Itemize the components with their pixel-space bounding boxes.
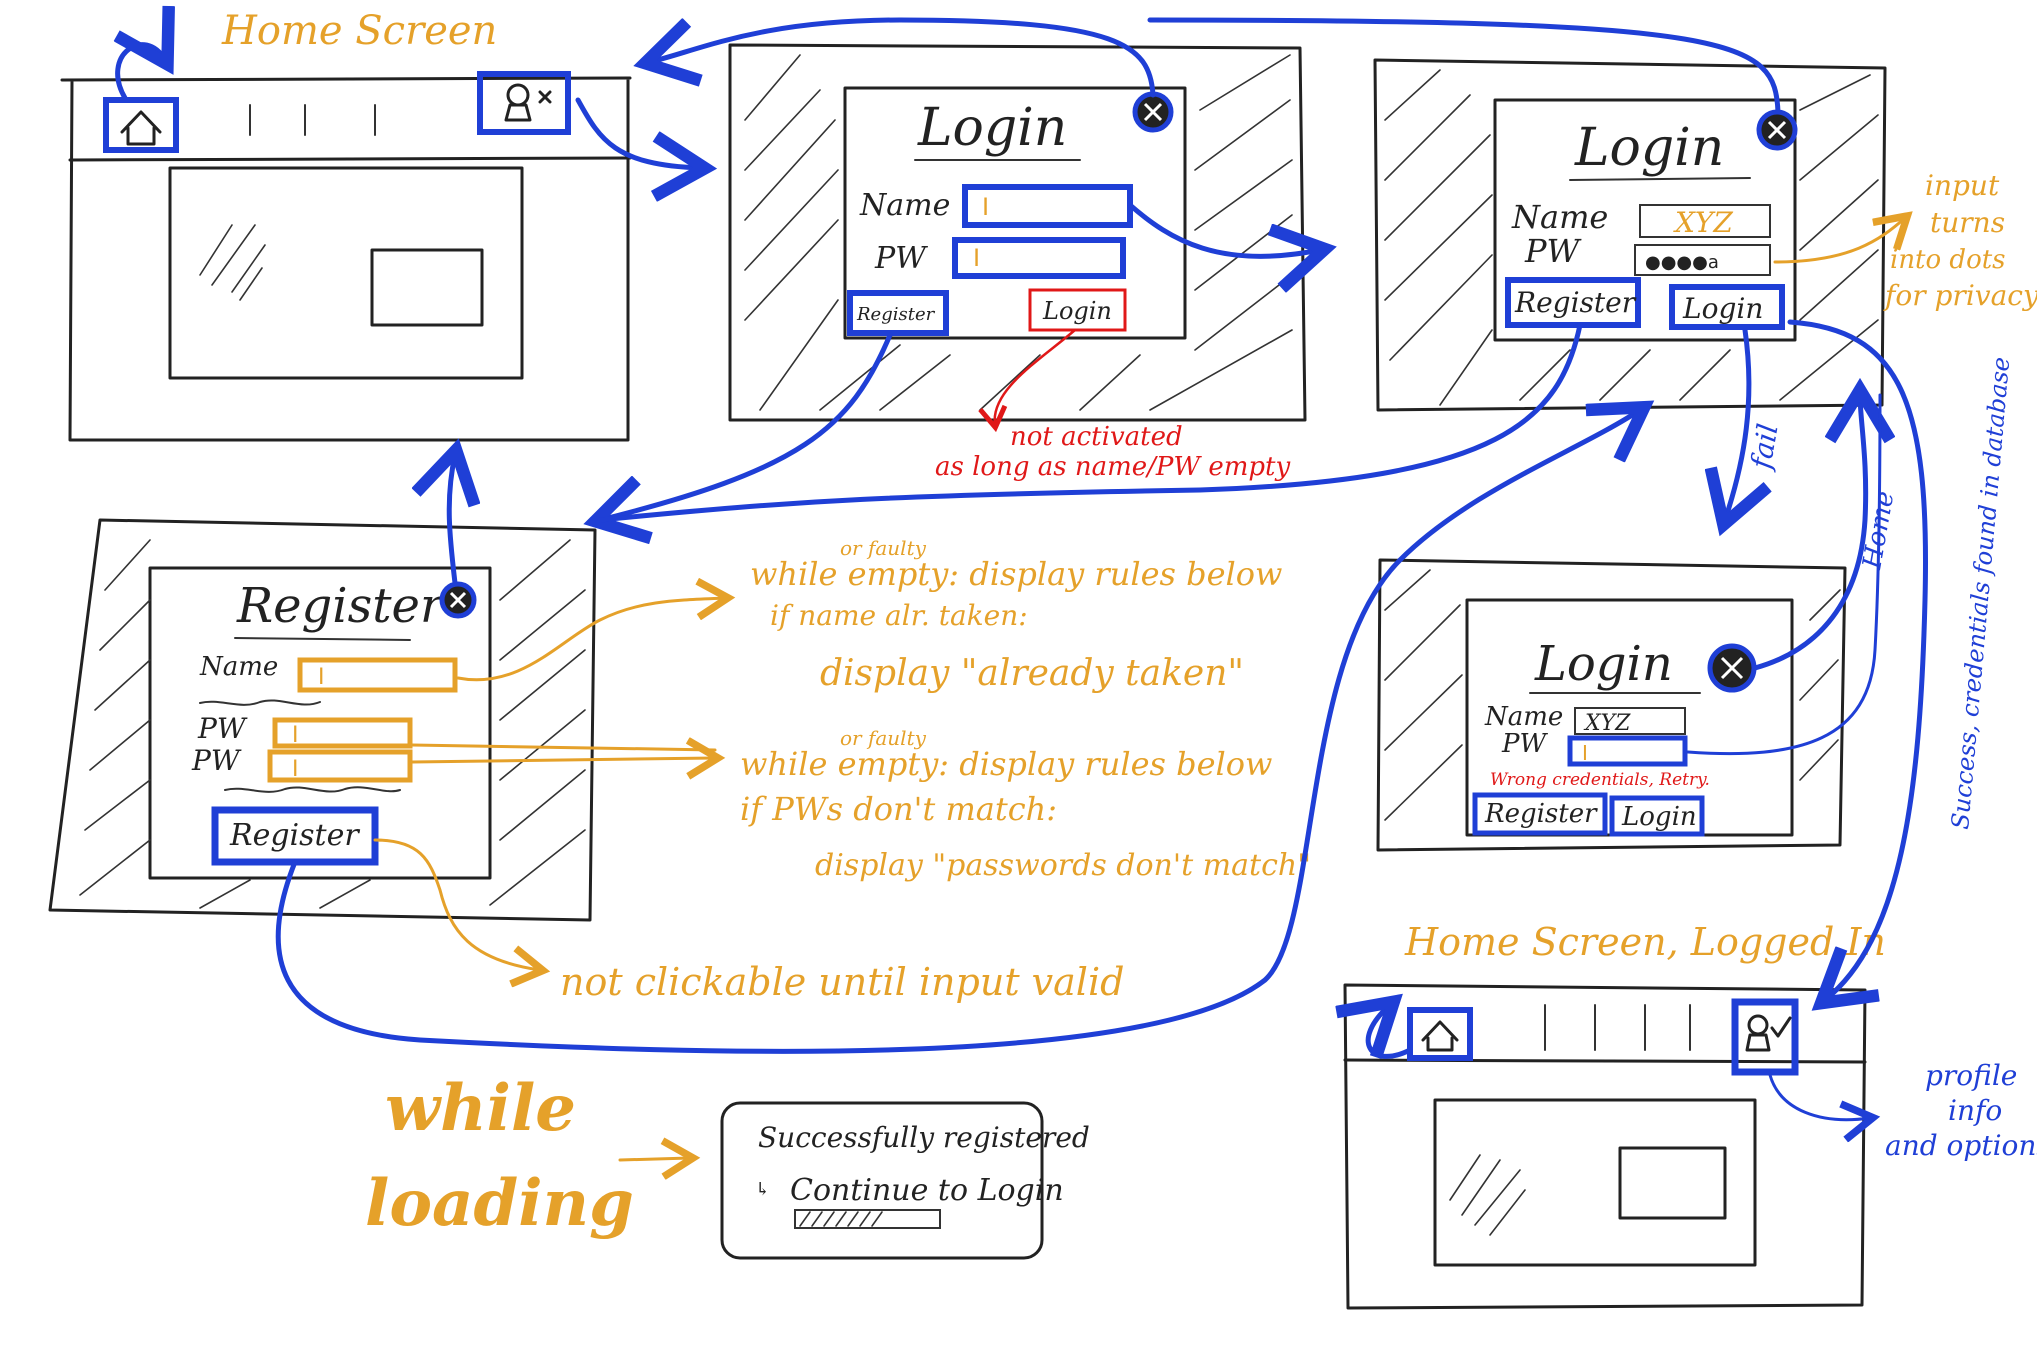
login2-pw-value: ●●●●a [1645,252,1719,273]
login2-register-label: Register [1514,286,1637,319]
register-annotations: or faulty while empty: display rules bel… [373,536,1311,1004]
login1-title: Login [917,98,1067,158]
register-name-cursor: I [318,665,325,690]
login2-title: Login [1574,118,1724,178]
login3-register-button[interactable] [1472,792,1608,836]
flow-arrows [275,17,1928,1054]
login1-note-line2: as long as name/PW empty [935,452,1291,482]
register-name-field[interactable] [297,657,458,693]
loading-msg-line1: Successfully registered [758,1121,1090,1154]
register-pw-repeat-cursor: I [292,757,299,782]
home2-home-button[interactable] [1407,1007,1473,1061]
profile-note-line2: info [1948,1094,2002,1127]
loading-label-line1: while [385,1071,576,1146]
profile-button[interactable] [477,71,571,135]
close-button[interactable] [1132,91,1174,133]
login2-login-label: Login [1682,292,1763,325]
login1-pw-label: PW [874,241,928,276]
login3-pw-label: PW [1501,729,1548,759]
loading-progress-bar [794,1209,941,1229]
loading-msg-line2: Continue to Login [790,1173,1064,1208]
home-screen-sketch: Home Screen [60,8,632,442]
home-icon [1421,1020,1459,1052]
register-name-label: Name [199,652,278,682]
login3-error: Wrong credentials, Retry. [1490,770,1710,790]
fail-label: fail [1744,421,1785,473]
profile-note-line1: profile [1925,1059,2017,1092]
login3-login-button[interactable] [1609,795,1705,837]
register-title: Register [236,578,446,634]
login-screen-error: Login Name PW XYZ I Wrong credentials, R… [1376,558,1847,852]
home2-profile-button[interactable] [1731,998,1799,1076]
login1-login-label: Login [1042,297,1112,325]
close-button[interactable] [439,581,477,619]
login1-login-button[interactable] [1028,288,1127,332]
login2-name-field[interactable] [1639,204,1771,238]
name-note-display: display "already taken" [820,653,1244,694]
loading-label-line2: loading [365,1166,634,1241]
login1-pw-cursor: I [973,244,980,272]
pw-note-small: or faulty [840,726,927,750]
login3-register-label: Register [1484,799,1598,829]
login2-note-line1: input [1925,169,2000,202]
login2-register-button[interactable] [1505,277,1641,328]
name-note-rule: while empty: display rules below [750,555,1282,593]
register-pw-field[interactable] [272,717,413,749]
home-icon [120,110,162,146]
register-screen: Register Name I PW PW I I Register [48,518,597,922]
pw-note-match: if PWs don't match: [740,790,1057,828]
login1-register-label: Register [856,304,936,325]
login2-pw-label: PW [1524,232,1583,270]
register-button-label: Register [229,818,360,853]
login3-title: Login [1534,636,1673,692]
login3-name-field[interactable] [1574,707,1686,735]
home-screen-logged-in-sketch: Home Screen, Logged In profile info and … [1345,920,2037,1310]
login1-name-label: Name [859,188,950,223]
name-note-small: or faulty [840,536,927,560]
profile-logged-out-icon [506,83,530,107]
login2-name-value: XYZ [1673,206,1733,239]
login1-note-line1: not activated [1010,422,1183,452]
home-screen-title: Home Screen [221,8,497,54]
home-content-box [370,248,484,327]
login3-name-label: Name [1484,702,1563,732]
pw-note-display: display "passwords don't match" [815,848,1311,883]
success-label: Success, credentials found in database [1946,356,2015,831]
login2-name-label: Name [1511,198,1608,236]
register-pw-label: PW [197,712,248,745]
login2-login-button[interactable] [1669,284,1785,330]
close-button[interactable] [1756,109,1798,151]
login1-name-cursor: I [982,193,989,221]
loading-msg-prefix: ↳ [755,1179,770,1200]
login1-pw-field[interactable] [952,237,1126,279]
register-button-note: not clickable until input valid [560,960,1124,1004]
login1-name-field[interactable] [962,184,1133,228]
login2-note-line3: into dots [1890,245,2006,275]
home2-content-box [1618,1146,1727,1220]
profile-note-line3: and options [1885,1129,2037,1162]
login2-note-line2: turns [1930,206,2005,239]
register-pw-label2: PW [191,744,242,777]
login2-pw-field[interactable] [1634,244,1771,276]
login-screen-empty: Login Name PW I I Register Login not act… [728,43,1307,482]
pw-note-rule: while empty: display rules below [740,745,1272,783]
loading-section: while loading Successfully registered Co… [365,1071,1090,1260]
login3-pw-cursor: I [1582,741,1588,765]
loading-dialog [720,1101,1044,1260]
profile-logged-in-icon [1747,1014,1769,1036]
login-screen-filled: Login Name PW XYZ ●●●●a Register Login i… [1373,58,2037,412]
register-pw-cursor: I [292,723,299,748]
login1-register-button[interactable] [847,290,949,336]
login3-name-value: XYZ [1583,711,1631,736]
home2-title: Home Screen, Logged In [1404,920,1886,964]
login3-login-label: Login [1621,802,1697,832]
close-button[interactable] [1707,643,1757,693]
home-button[interactable] [103,97,179,153]
register-pw-repeat-field[interactable] [267,749,413,783]
name-note-taken: if name alr. taken: [770,599,1028,632]
login3-pw-field[interactable] [1567,735,1688,767]
login2-note-line4: for privacy [1883,279,2037,312]
